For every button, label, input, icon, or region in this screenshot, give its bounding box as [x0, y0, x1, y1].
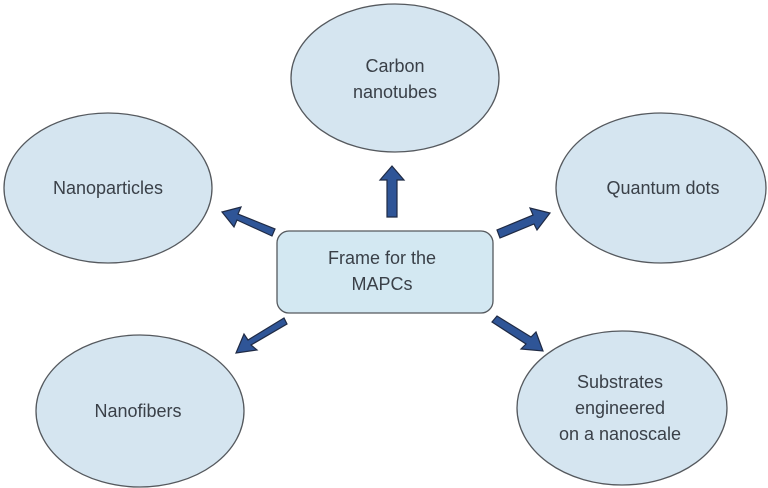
center-frame: Frame for the MAPCs	[276, 230, 494, 314]
node-carbon-nanotubes: Carbon nanotubes	[290, 3, 500, 153]
node-shape	[35, 334, 245, 488]
node-quantum-dots: Quantum dots	[555, 112, 767, 264]
node-shape	[516, 330, 728, 486]
center-box-shape	[276, 230, 494, 314]
node-nanoparticles: Nanoparticles	[3, 112, 213, 264]
node-label-line: Nanofibers	[94, 401, 181, 421]
node-label-line: Substrates	[577, 372, 663, 392]
node-shape	[3, 112, 213, 264]
node-label-line: nanotubes	[353, 82, 437, 102]
node-label-line: Nanoparticles	[53, 178, 163, 198]
node-label-line: engineered	[575, 398, 665, 418]
node-substrates: Substrates engineered on a nanoscale	[516, 330, 728, 486]
node-label-line: on a nanoscale	[559, 424, 681, 444]
arrow-to-quantum-dots	[496, 207, 552, 239]
arrow-to-carbon-nanotubes	[378, 165, 406, 218]
node-nanofibers: Nanofibers	[35, 334, 245, 488]
arrow-to-nanofibers	[235, 317, 288, 354]
node-label-line: Quantum dots	[606, 178, 719, 198]
node-shape	[290, 3, 500, 153]
node-label-line: Carbon	[365, 56, 424, 76]
arrow-to-nanoparticles	[220, 206, 276, 237]
center-label-line: MAPCs	[351, 274, 412, 294]
arrow-to-substrates	[491, 315, 544, 352]
node-shape	[555, 112, 767, 264]
center-label-line: Frame for the	[328, 248, 436, 268]
